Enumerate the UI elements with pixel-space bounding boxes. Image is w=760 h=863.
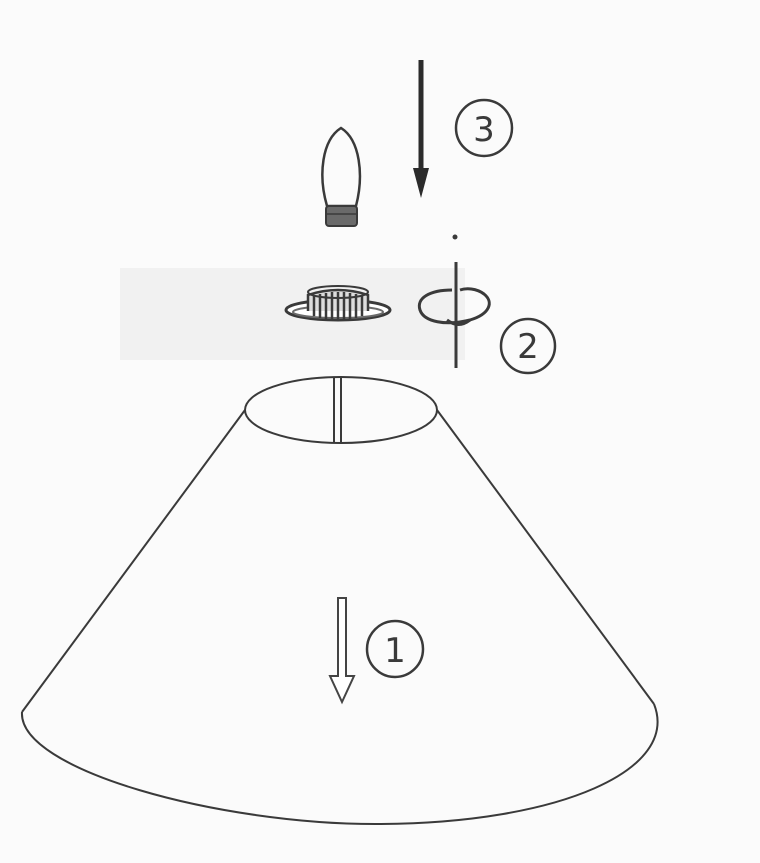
step-2-label: 2 bbox=[501, 319, 555, 373]
step-3-number: 3 bbox=[473, 110, 495, 150]
step-3-label: 3 bbox=[456, 100, 512, 156]
step-1-number: 1 bbox=[384, 631, 406, 671]
step-2-number: 2 bbox=[517, 327, 539, 367]
step-1-arrow bbox=[330, 598, 354, 702]
bulb-base bbox=[326, 206, 357, 226]
step-3-arrow bbox=[413, 60, 429, 198]
step-1-label: 1 bbox=[367, 621, 423, 677]
bulb bbox=[322, 128, 359, 226]
dot bbox=[453, 235, 458, 240]
